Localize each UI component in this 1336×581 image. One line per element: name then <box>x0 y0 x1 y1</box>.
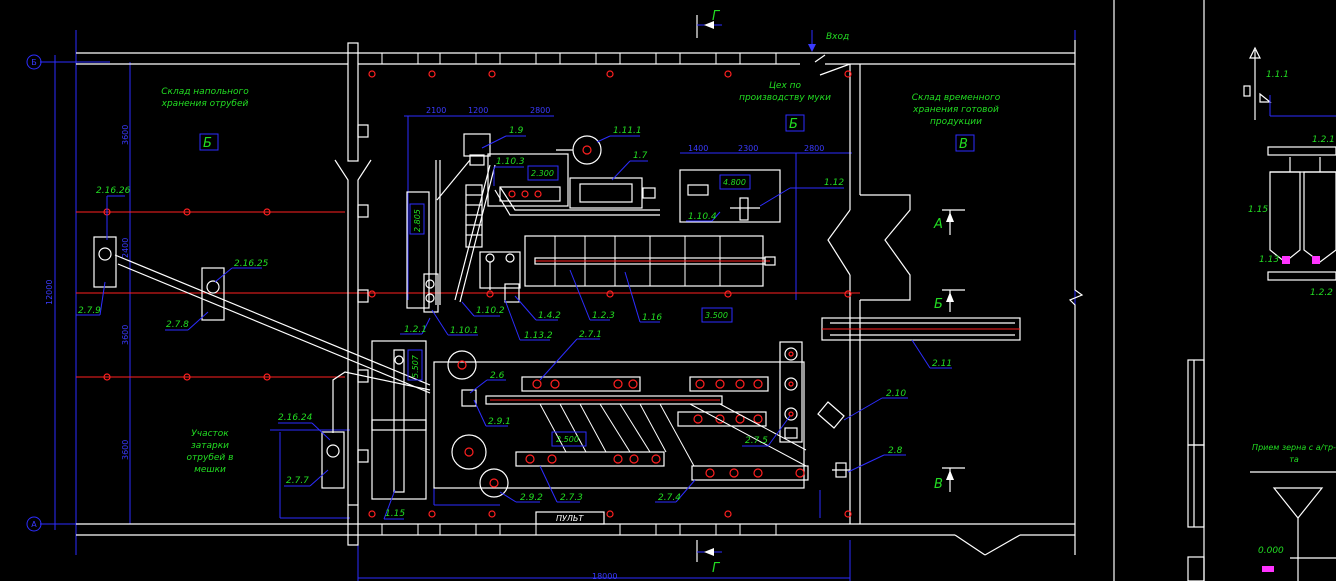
dim-1200: 1200 <box>468 106 488 115</box>
svg-text:В: В <box>959 137 968 152</box>
section-mark-g-bottom: Г <box>696 540 722 576</box>
label-1-10-3: 1.10.3 <box>496 157 525 167</box>
label-2-7-7: 2.7.7 <box>286 476 309 486</box>
dim-2400: 2400 <box>121 238 130 258</box>
svg-text:Б: Б <box>934 297 943 312</box>
elevation-2-500: 2.500 <box>556 435 579 444</box>
label-2-7-4: 2.7.4 <box>658 493 681 503</box>
label-1-9: 1.9 <box>509 126 524 136</box>
label-1-10-4: 1.10.4 <box>688 212 717 222</box>
label-1-13: 1.13 <box>1259 255 1279 265</box>
dimension-lines <box>40 30 1076 581</box>
label-1-15: 1.15 <box>385 509 405 519</box>
label-2-10: 2.10 <box>886 389 906 399</box>
label-2-16-24: 2.16.24 <box>278 413 313 423</box>
label-1-10-1: 1.10.1 <box>450 326 479 336</box>
label-1-11-1: 1.11.1 <box>613 126 642 136</box>
label-1-1-1: 1.1.1 <box>1266 70 1289 80</box>
dim-3600a: 3600 <box>121 125 130 145</box>
room-label-bagging: Участок затарки отрубей в мешки <box>187 429 234 475</box>
label-1-16: 1.16 <box>642 313 662 323</box>
elevation-2-300: 2.300 <box>531 169 554 178</box>
dim-3600b: 3600 <box>121 325 130 345</box>
section-mark-b: Б <box>934 289 965 312</box>
section-drawing-right <box>1187 46 1336 581</box>
label-1-13-2: 1.13.2 <box>524 331 553 341</box>
elevation-2-805: 2.805 <box>413 209 422 232</box>
svg-text:А: А <box>31 520 37 529</box>
label-2-8: 2.8 <box>888 446 903 456</box>
room-label-bran-store: Склад напольного хранения отрубей Б <box>161 87 249 151</box>
label-2-7-5: 2.7.5 <box>745 436 768 446</box>
elevation-3-500: 3.500 <box>705 311 728 320</box>
label-2-9-2: 2.9.2 <box>520 493 543 503</box>
label-2-7-8: 2.7.8 <box>166 320 189 330</box>
label-1-2-1: 1.2.1 <box>404 325 427 335</box>
room-label-flour-shop: Цех по производству муки Б <box>739 81 831 132</box>
dim-2100: 2100 <box>426 106 446 115</box>
svg-text:Г: Г <box>712 9 721 24</box>
section-mark-v: В <box>934 467 965 492</box>
elevation-4-800: 4.800 <box>723 178 746 187</box>
svg-text:В: В <box>934 477 943 492</box>
room-label-product-store: Склад временного хранения готовой продук… <box>912 93 1000 152</box>
label-1-2-2: 1.2.2 <box>1310 288 1333 298</box>
svg-text:Б: Б <box>203 136 212 151</box>
dim-12000: 12000 <box>45 280 54 305</box>
control-panel-label: ПУЛЬТ <box>556 514 584 523</box>
svg-text:Б: Б <box>789 117 798 132</box>
label-1-4-2: 1.4.2 <box>538 311 561 321</box>
equipment-labels: 2.16.26 2.16.25 2.7.9 2.7.8 2.16.24 2.7.… <box>78 126 952 519</box>
svg-text:Б: Б <box>31 58 37 67</box>
label-2-11: 2.11 <box>932 359 952 369</box>
building-walls <box>76 40 1084 556</box>
elevation-boxes: 2.300 4.800 2.805 3.500 5.507 2.500 <box>407 165 751 447</box>
dim-18000: 18000 <box>592 572 617 581</box>
entrance-marker: Вход <box>808 30 849 52</box>
label-1-12: 1.12 <box>824 178 844 188</box>
axis-bubble-b: Б <box>26 54 42 70</box>
label-1-7: 1.7 <box>633 151 648 161</box>
label-2-7-3: 2.7.3 <box>560 493 583 503</box>
label-1-2-1-right: 1.2.1 <box>1312 135 1335 145</box>
dim-2800a: 2800 <box>530 106 550 115</box>
section-mark-a: А <box>933 209 965 235</box>
equipment-drawings: ПУЛЬТ <box>93 133 1021 525</box>
label-1-15-right: 1.15 <box>1248 205 1268 215</box>
grain-intake-label: Прием зерна с а/тр-та <box>1252 443 1336 464</box>
label-2-16-26: 2.16.26 <box>96 186 131 196</box>
dim-1400: 1400 <box>688 144 708 153</box>
leader-lines <box>76 135 952 520</box>
section-mark-g-top: Г <box>696 9 722 38</box>
svg-text:А: А <box>933 217 943 232</box>
dimension-texts: 2100 1200 2800 1400 2300 2800 18000 1200… <box>45 106 824 581</box>
axis-bubble-a: А <box>26 516 42 532</box>
label-2-7-9: 2.7.9 <box>78 306 101 316</box>
label-2-6: 2.6 <box>490 371 505 381</box>
label-1-10-2: 1.10.2 <box>476 306 505 316</box>
sheet-borders <box>1113 0 1205 581</box>
svg-text:Г: Г <box>712 561 721 576</box>
elevation-5-507: 5.507 <box>411 354 420 378</box>
label-1-2-3: 1.2.3 <box>592 311 615 321</box>
label-2-9-1: 2.9.1 <box>488 417 511 427</box>
svg-text:Вход: Вход <box>826 32 849 42</box>
elevation-0-000: 0.000 <box>1258 546 1284 556</box>
label-2-7-1: 2.7.1 <box>579 330 602 340</box>
label-2-16-25: 2.16.25 <box>234 259 269 269</box>
dim-3600c: 3600 <box>121 440 130 460</box>
dim-2300: 2300 <box>738 144 758 153</box>
dim-2800b: 2800 <box>804 144 824 153</box>
